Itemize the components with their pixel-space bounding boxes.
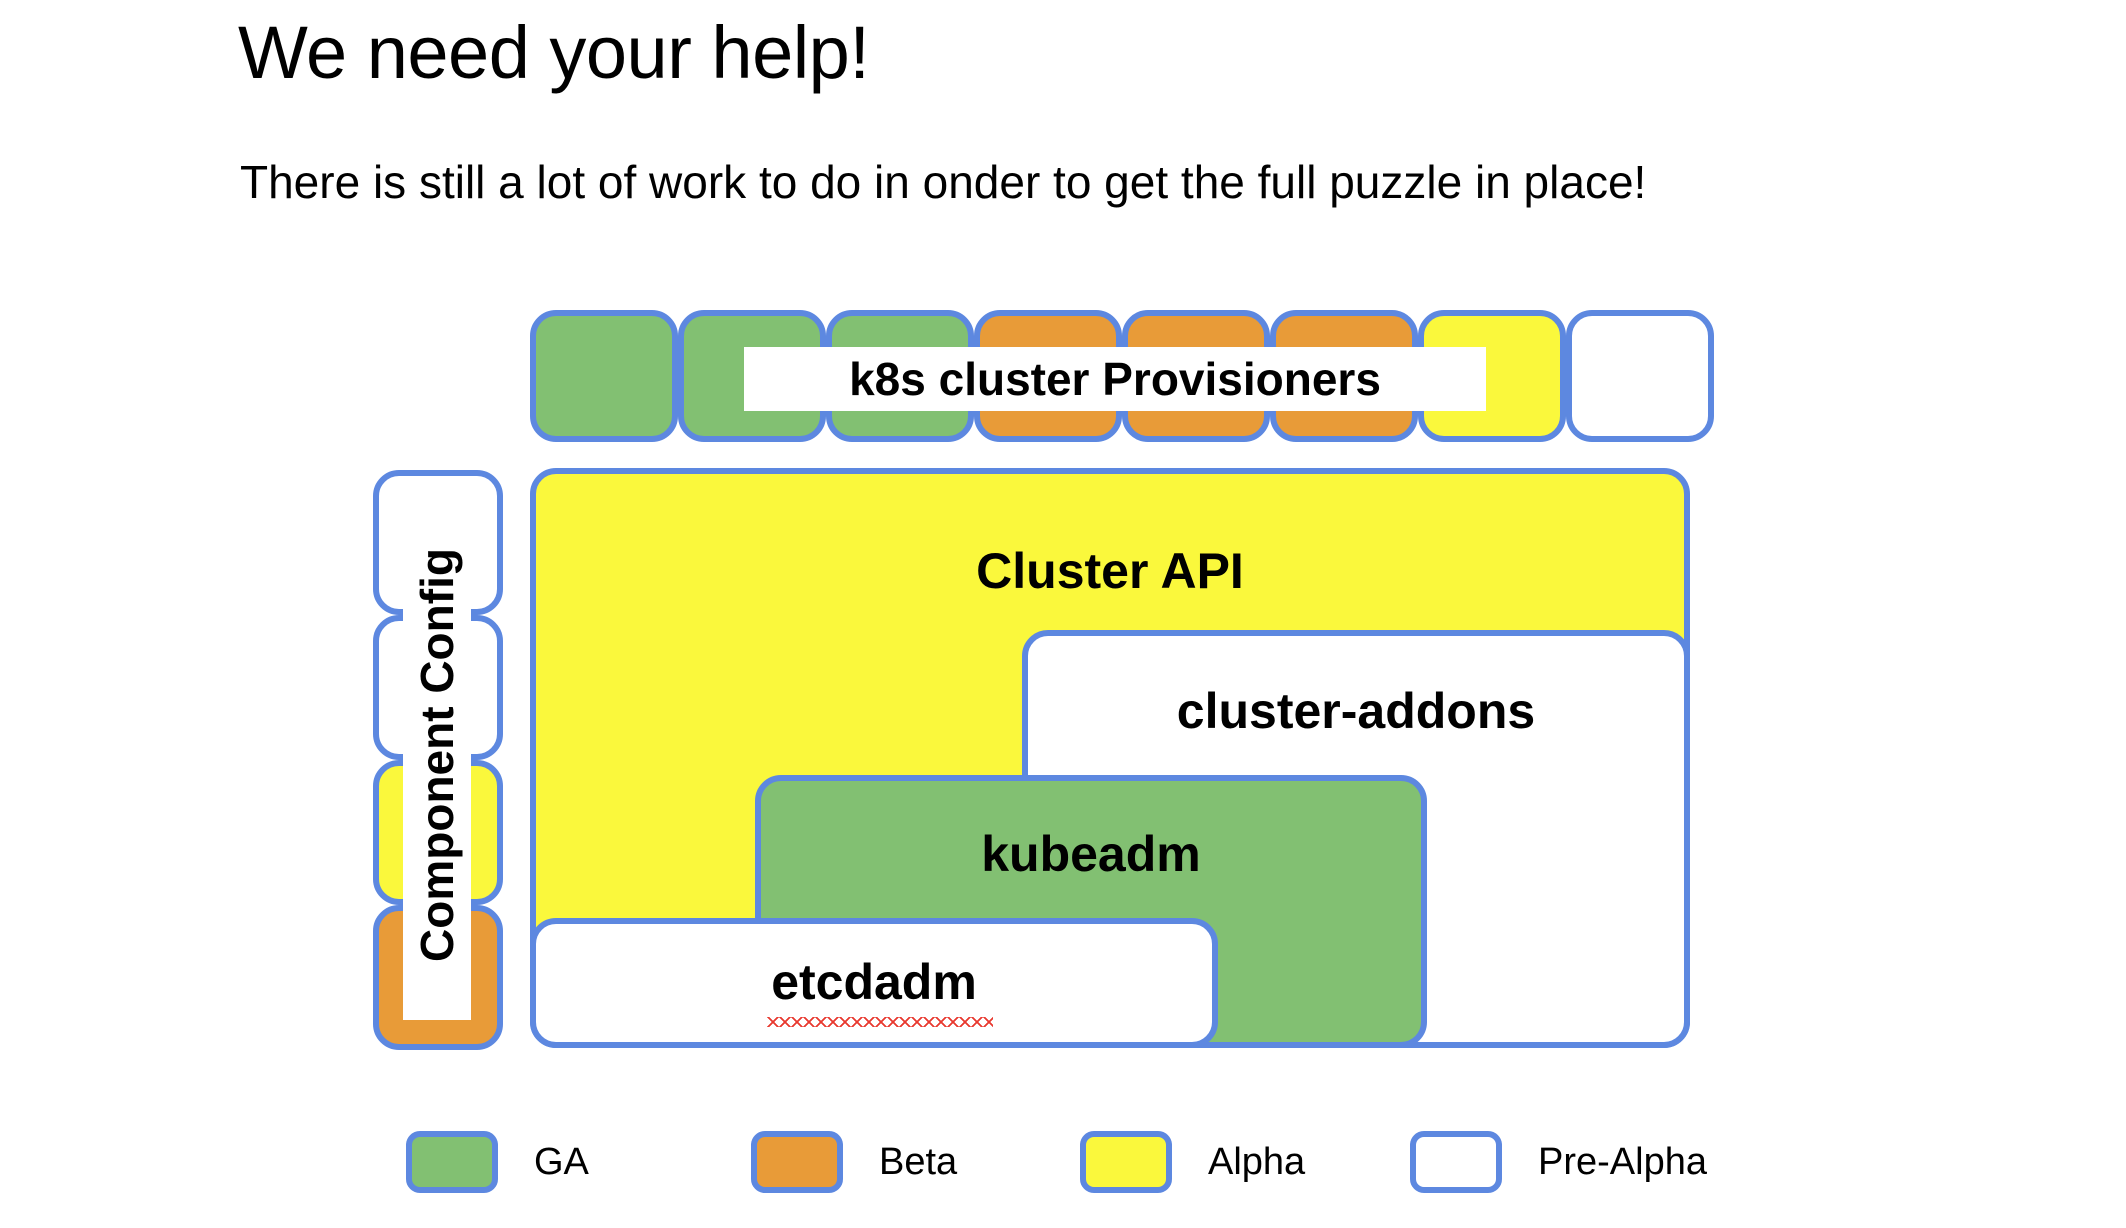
provisioner-tile-8[interactable] xyxy=(1566,310,1714,442)
legend-swatch-beta xyxy=(751,1131,843,1193)
component-config-label: Component Config xyxy=(403,490,471,1020)
legend-swatch-alpha xyxy=(1080,1131,1172,1193)
legend-swatch-pre-alpha xyxy=(1410,1131,1502,1193)
legend-item-pre-alpha: Pre-Alpha xyxy=(1410,1127,1707,1197)
legend-item-ga: GA xyxy=(406,1127,589,1197)
spellcheck-underline-icon xyxy=(767,1017,993,1027)
legend-item-beta: Beta xyxy=(751,1127,957,1197)
legend-item-alpha: Alpha xyxy=(1080,1127,1305,1197)
legend-label-alpha: Alpha xyxy=(1208,1140,1306,1183)
etcdadm-box[interactable]: etcdadm xyxy=(530,918,1218,1048)
legend: GA Beta Alpha Pre-Alpha xyxy=(406,1127,1707,1197)
component-config-label-text: Component Config xyxy=(411,548,464,962)
provisioner-tile-1[interactable] xyxy=(530,310,678,442)
page-title: We need your help! xyxy=(238,11,870,94)
legend-swatch-ga xyxy=(406,1131,498,1193)
cluster-addons-label: cluster-addons xyxy=(1176,683,1536,739)
page-subtitle: There is still a lot of work to do in on… xyxy=(240,156,1647,208)
legend-label-beta: Beta xyxy=(879,1140,958,1183)
cluster-api-label: Cluster API xyxy=(976,543,1244,599)
provisioner-row-label: k8s cluster Provisioners xyxy=(744,347,1486,411)
etcdadm-label: etcdadm xyxy=(771,954,977,1010)
legend-label-pre-alpha: Pre-Alpha xyxy=(1538,1140,1707,1183)
kubeadm-label: kubeadm xyxy=(981,826,1201,882)
legend-label-ga: GA xyxy=(534,1140,589,1183)
